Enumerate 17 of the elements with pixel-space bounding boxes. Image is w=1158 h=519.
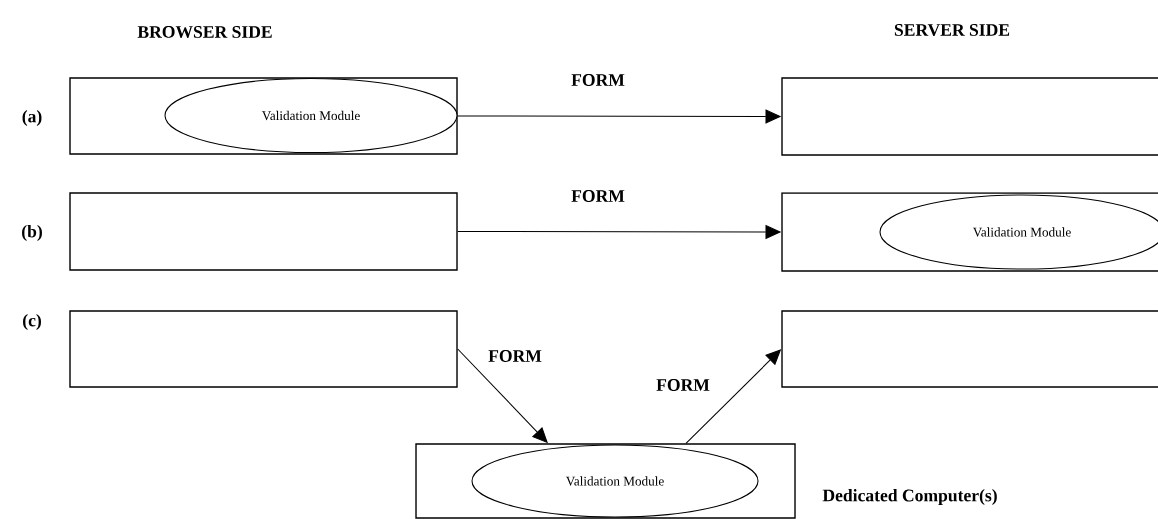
computer-box (415, 443, 796, 519)
box-caption: Dedicated Computer(s) (822, 489, 997, 505)
edge-label: FORM (569, 188, 627, 204)
row-label: (c) (23, 314, 41, 330)
computer-box (781, 310, 1158, 388)
edge-label: FORM (654, 377, 712, 393)
row-label: (a) (22, 110, 42, 126)
computer-box (69, 77, 458, 155)
column-heading: SERVER SIDE (894, 24, 1010, 36)
edge-label: FORM (486, 348, 544, 364)
computer-box (781, 77, 1158, 156)
computer-box (69, 192, 458, 271)
computer-box (69, 310, 458, 388)
row-label: (b) (22, 225, 42, 241)
column-heading: BROWSER SIDE (137, 26, 272, 38)
computer-box (781, 192, 1158, 272)
edge-label: FORM (569, 72, 627, 88)
